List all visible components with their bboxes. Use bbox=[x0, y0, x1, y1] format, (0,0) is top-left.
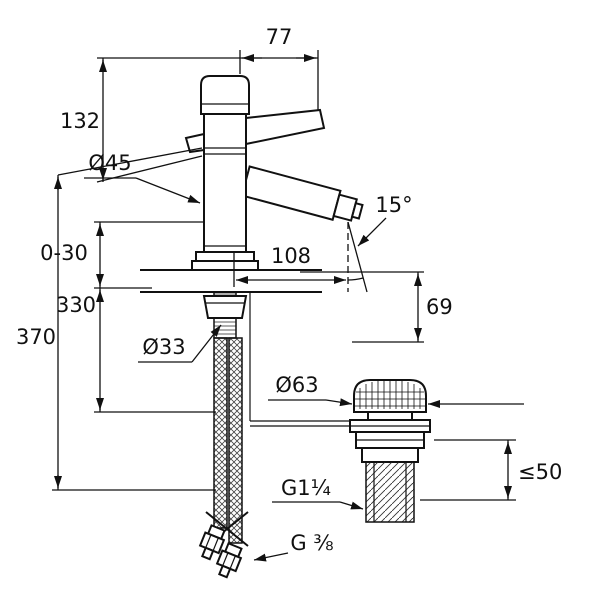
label-dia45: Ø45 bbox=[88, 151, 131, 175]
dimension-labels: 77 132 Ø45 15° 0-30 108 330 370 Ø33 69 Ø… bbox=[16, 25, 562, 555]
pop-up-waste bbox=[349, 379, 431, 523]
mounting-deck bbox=[140, 269, 322, 293]
leader-g38 bbox=[253, 552, 289, 562]
label-77: 77 bbox=[266, 25, 293, 49]
base-flange bbox=[195, 251, 255, 262]
supply-hoses bbox=[198, 337, 249, 579]
label-15deg: 15° bbox=[375, 193, 412, 217]
threaded-shank bbox=[202, 291, 248, 339]
label-le50: ≤50 bbox=[518, 460, 562, 484]
dimension-lines bbox=[52, 50, 524, 562]
dim-0-30 bbox=[94, 221, 203, 289]
dim-77 bbox=[239, 50, 319, 110]
dim-le50 bbox=[420, 439, 516, 501]
pop-up-rod bbox=[249, 292, 352, 427]
cartridge-cap bbox=[200, 75, 250, 115]
label-69: 69 bbox=[426, 295, 453, 319]
label-370: 370 bbox=[16, 325, 56, 349]
label-132: 132 bbox=[60, 109, 100, 133]
label-dia63: Ø63 bbox=[275, 373, 318, 397]
label-108: 108 bbox=[271, 244, 311, 268]
hose-fitting bbox=[198, 524, 226, 561]
dim-69 bbox=[300, 271, 424, 343]
dim-dia63 bbox=[268, 398, 524, 408]
lever-handle bbox=[245, 108, 326, 146]
label-dia33: Ø33 bbox=[142, 335, 185, 359]
leader-dia45 bbox=[84, 177, 201, 204]
label-330: 330 bbox=[56, 293, 96, 317]
angle-15 bbox=[347, 217, 387, 293]
leader-dia33 bbox=[138, 324, 222, 363]
spout bbox=[240, 165, 364, 222]
leader-g114 bbox=[272, 501, 364, 510]
label-g114: G1¼ bbox=[281, 476, 331, 500]
mixer-faucet bbox=[184, 75, 364, 271]
dim-330 bbox=[94, 288, 216, 413]
label-g38: G ⅜ bbox=[290, 531, 333, 555]
label-0-30: 0-30 bbox=[40, 241, 88, 265]
dim-108 bbox=[233, 222, 349, 292]
plug-knurl bbox=[354, 381, 426, 409]
dim-370 bbox=[52, 175, 216, 491]
hose-fitting bbox=[215, 542, 243, 579]
waste-threaded-pipe bbox=[365, 461, 415, 523]
mounting-nut bbox=[202, 295, 248, 319]
